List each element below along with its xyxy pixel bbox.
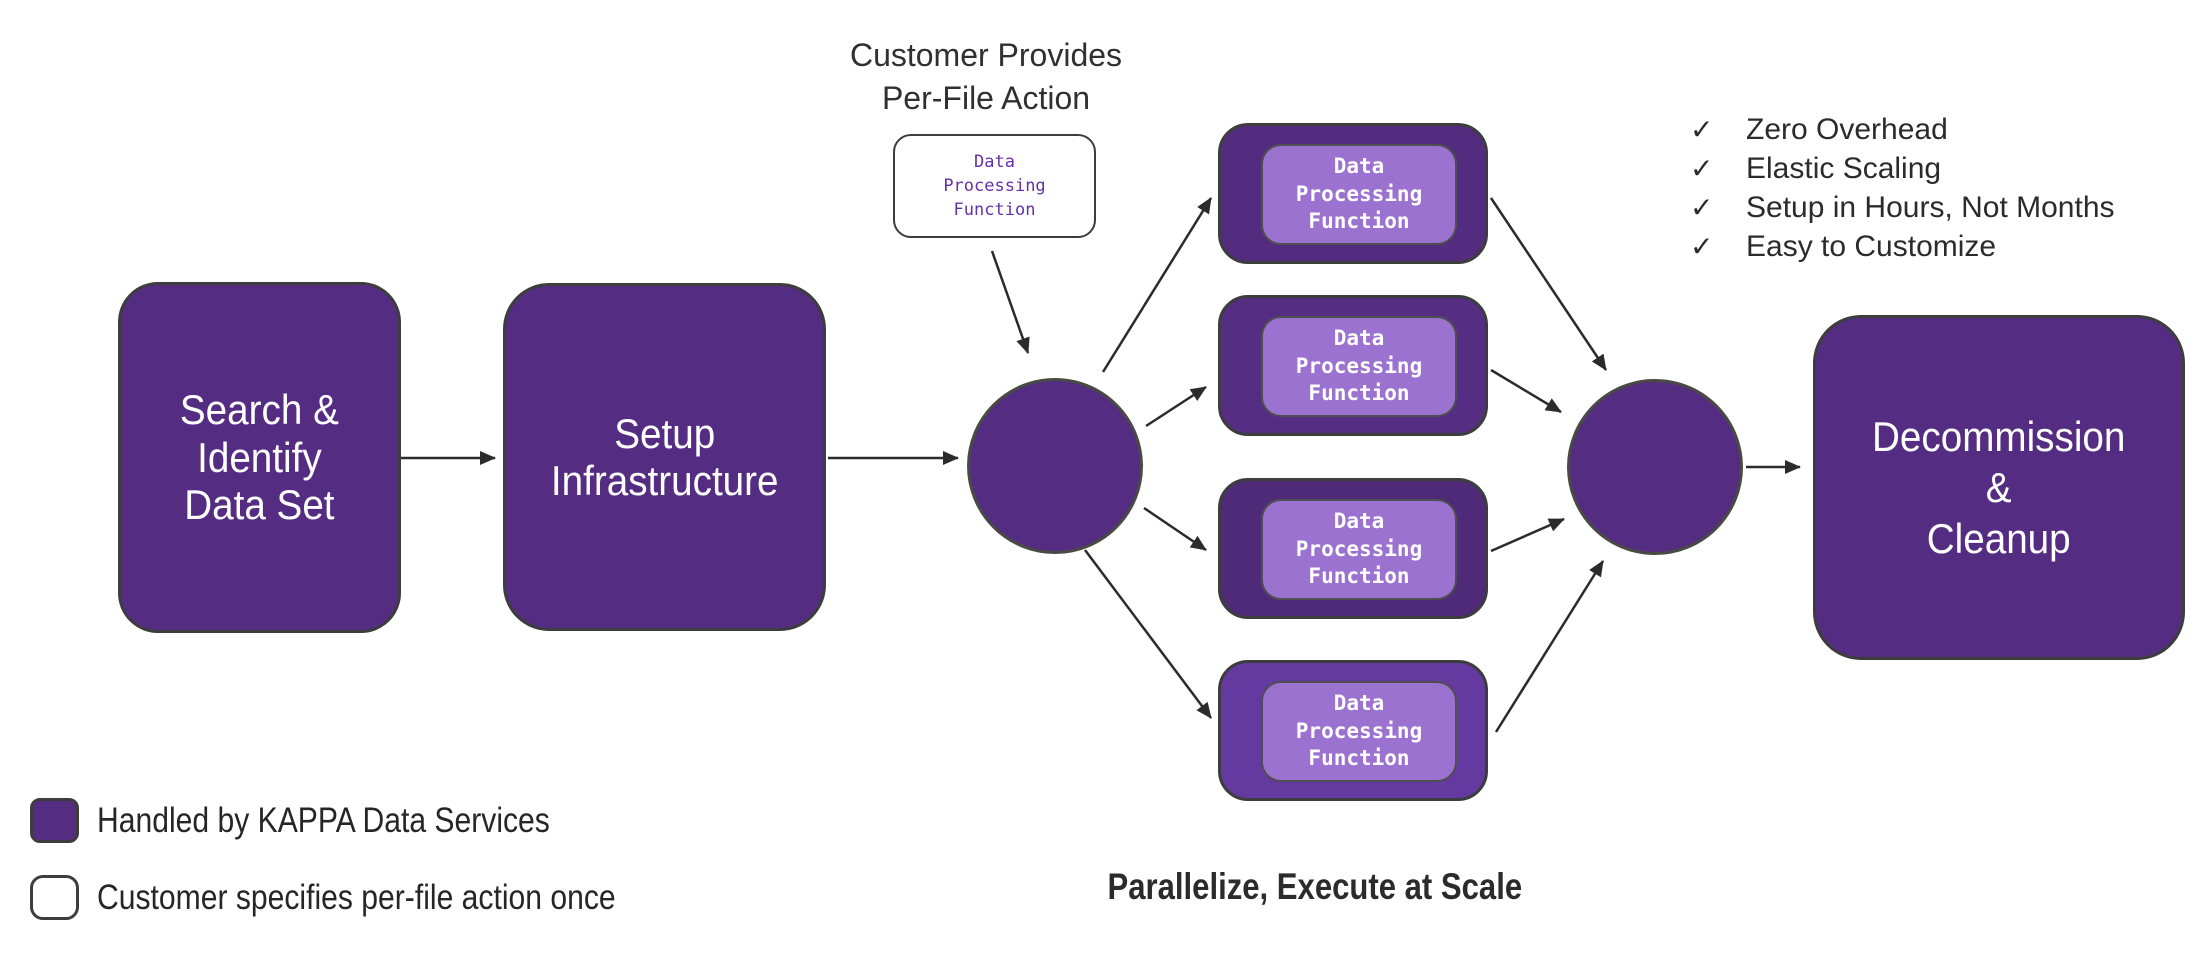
legend-swatch-white <box>30 875 79 920</box>
worker-box-3: Data Processing Function <box>1218 478 1488 619</box>
fanin-circle <box>1567 379 1743 555</box>
worker-box-1: Data Processing Function <box>1218 123 1488 264</box>
stage-setup-infrastructure-box: Setup Infrastructure <box>503 283 826 631</box>
worker-box-4: Data Processing Function <box>1218 660 1488 801</box>
customer-function-label: Data Processing Function <box>943 152 1046 220</box>
arrow-fanout-to-worker-1 <box>1101 197 1213 373</box>
worker-box-1-label: Data Processing Function <box>1295 153 1423 234</box>
legend-row-customer: Customer specifies per-file action once <box>30 875 700 920</box>
legend-swatch-purple <box>30 798 79 843</box>
benefit-label: Easy to Customize <box>1746 230 1997 263</box>
worker-box-1-inner: Data Processing Function <box>1261 144 1457 245</box>
check-icon: ✓ <box>1690 231 1714 262</box>
arrow-worker-4-to-fanin <box>1494 560 1605 733</box>
check-icon: ✓ <box>1690 114 1714 145</box>
legend-label-kappa: Handled by KAPPA Data Services <box>97 800 550 840</box>
stage-search-identify-box: Search & Identify Data Set <box>118 282 401 633</box>
footer-caption-text: Parallelize, Execute at Scale <box>1107 866 1523 907</box>
check-icon: ✓ <box>1690 192 1714 223</box>
benefit-item: ✓ Elastic Scaling <box>1690 149 2115 188</box>
stage-decommission-box: Decommission & Cleanup <box>1813 315 2185 660</box>
arrow-worker-3-to-fanin <box>1490 517 1565 553</box>
footer-caption: Parallelize, Execute at Scale <box>1000 866 1630 908</box>
customer-provides-title: Customer Provides Per-File Action <box>849 37 1123 116</box>
worker-box-2-inner: Data Processing Function <box>1261 316 1457 417</box>
stage-search-identify-label: Search & Identify Data Set <box>180 386 339 529</box>
worker-box-3-inner: Data Processing Function <box>1261 499 1457 600</box>
arrow-worker-1-to-fanin <box>1489 197 1608 371</box>
benefits-list: ✓ Zero Overhead ✓ Elastic Scaling ✓ Setu… <box>1690 110 2115 266</box>
benefit-item: ✓ Zero Overhead <box>1690 110 2115 149</box>
worker-box-2: Data Processing Function <box>1218 295 1488 436</box>
benefit-item: ✓ Easy to Customize <box>1690 227 2115 266</box>
worker-box-4-label: Data Processing Function <box>1295 690 1423 771</box>
check-icon: ✓ <box>1690 153 1714 184</box>
stage-setup-infrastructure-label: Setup Infrastructure <box>550 409 779 504</box>
worker-box-2-label: Data Processing Function <box>1295 325 1423 406</box>
arrow-fanout-to-worker-2 <box>1145 385 1207 428</box>
arrow-fanout-to-worker-4 <box>1084 549 1212 719</box>
worker-box-4-inner: Data Processing Function <box>1261 681 1457 782</box>
benefit-label: Elastic Scaling <box>1746 152 1942 185</box>
arrow-note-to-fanout <box>990 250 1030 354</box>
legend-row-kappa: Handled by KAPPA Data Services <box>30 798 624 843</box>
benefit-label: Setup in Hours, Not Months <box>1746 191 2115 224</box>
customer-function-box: Data Processing Function <box>893 134 1096 238</box>
stage-decommission-label: Decommission & Cleanup <box>1872 412 2126 563</box>
benefit-item: ✓ Setup in Hours, Not Months <box>1690 188 2115 227</box>
fanout-circle <box>967 378 1143 554</box>
arrow-worker-2-to-fanin <box>1490 368 1562 414</box>
worker-box-3-label: Data Processing Function <box>1295 508 1423 589</box>
legend-label-customer: Customer specifies per-file action once <box>97 877 616 917</box>
arrow-fanout-to-worker-3 <box>1143 506 1207 552</box>
benefit-label: Zero Overhead <box>1746 113 1948 146</box>
